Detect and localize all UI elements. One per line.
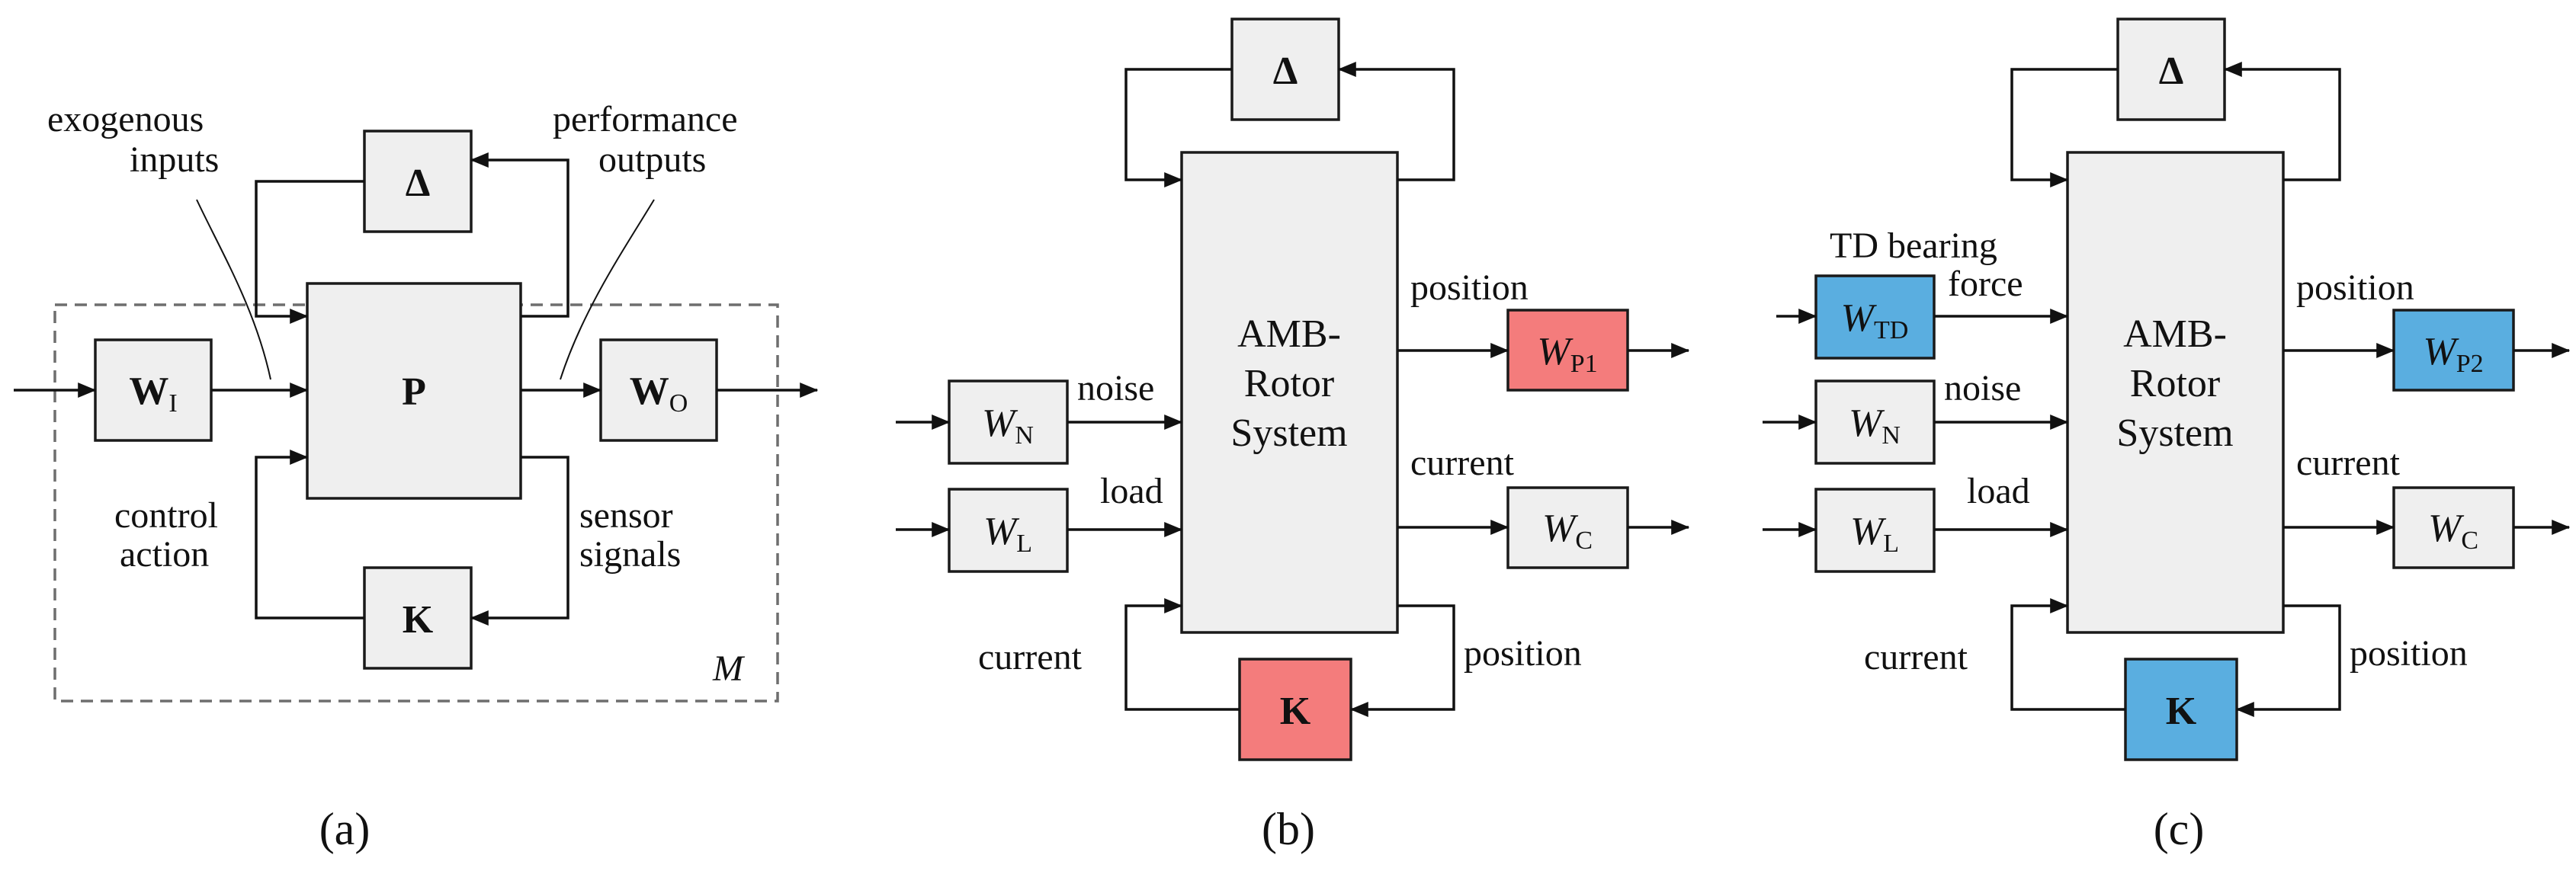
position-feedback-wire-b xyxy=(1349,604,1455,717)
system-label-b-1: AMB- xyxy=(1237,312,1341,356)
amb-rotor-system-b xyxy=(1180,151,1399,634)
sensor-wire-a xyxy=(470,456,569,626)
wc-label-b: WC xyxy=(1542,507,1593,555)
wi-label: WI xyxy=(129,370,177,418)
td-label-1: TD bearing xyxy=(1830,226,1997,266)
performance-label-1: performance xyxy=(553,99,738,139)
caption-a: (a) xyxy=(319,804,371,854)
wn-block-c xyxy=(1814,379,1936,465)
caption-c: (c) xyxy=(2154,804,2205,854)
noise-label-b: noise xyxy=(1077,368,1154,408)
wo-label: WO xyxy=(630,370,688,418)
wp2-label: WP2 xyxy=(2423,330,2483,378)
load-label-b: load xyxy=(1100,471,1163,511)
delta-output-wire-b xyxy=(1124,68,1232,187)
sensor-label-2: signals xyxy=(579,534,681,575)
plant-block-p xyxy=(306,282,522,500)
k-label-c: K xyxy=(2166,690,2197,733)
delta-output-wire-a xyxy=(255,180,364,324)
wtd-block xyxy=(1814,274,1936,360)
system-label-b-2: Rotor xyxy=(1244,362,1334,405)
panel-a: Δ P K WI WO exogenous inputs performance… xyxy=(14,99,819,854)
control-wire-a xyxy=(255,450,364,619)
delta-label-a: Δ xyxy=(406,162,431,205)
caption-b: (b) xyxy=(1262,804,1315,854)
system-label-c-2: Rotor xyxy=(2130,362,2220,405)
current-out-label-b: current xyxy=(1410,443,1515,483)
wtd-label: WTD xyxy=(1841,296,1909,344)
wn-label-b: WN xyxy=(982,402,1034,450)
position-out-label-c: position xyxy=(2296,267,2414,308)
panel-c: Δ AMB- Rotor System K WTD WN WL WP2 WC T… xyxy=(1763,18,2571,854)
current-out-label-c: current xyxy=(2296,443,2401,483)
current-fb-label-b: current xyxy=(978,637,1083,677)
wc-label-c: WC xyxy=(2428,507,2478,555)
position-fb-label-c: position xyxy=(2350,633,2468,674)
p-label: P xyxy=(402,370,426,414)
position-feedback-wire-c xyxy=(2235,604,2341,717)
load-label-c: load xyxy=(1967,471,2030,511)
exogenous-label-2: inputs xyxy=(130,139,219,180)
td-label-2: force xyxy=(1948,264,2023,304)
current-feedback-wire-b xyxy=(1124,598,1240,711)
control-label-1: control xyxy=(114,495,218,536)
wl-label-b: WL xyxy=(983,510,1032,558)
delta-label-c: Δ xyxy=(2159,50,2184,93)
panel-b: Δ AMB- Rotor System K WN WL WP1 WC noise… xyxy=(896,18,1690,854)
system-label-c-1: AMB- xyxy=(2123,312,2227,356)
sensor-label-1: sensor xyxy=(579,495,673,536)
wl-label-c: WL xyxy=(1850,510,1899,558)
delta-block-a xyxy=(363,130,473,233)
k-label-b: K xyxy=(1280,690,1311,733)
noise-label-c: noise xyxy=(1944,368,2021,408)
delta-input-wire-a xyxy=(470,152,569,318)
system-label-c-3: System xyxy=(2116,411,2233,455)
current-fb-label-c: current xyxy=(1864,637,1968,677)
wp1-block xyxy=(1506,309,1629,392)
position-out-label-b: position xyxy=(1410,267,1529,308)
exogenous-label-1: exogenous xyxy=(47,99,204,139)
m-label: M xyxy=(712,648,746,689)
wl-block-b xyxy=(948,488,1069,573)
delta-output-wire-c xyxy=(2010,68,2118,187)
k-block-b xyxy=(1238,658,1352,761)
wp1-label: WP1 xyxy=(1537,330,1597,378)
position-fb-label-b: position xyxy=(1464,633,1582,674)
system-label-b-3: System xyxy=(1230,411,1347,455)
k-block-c xyxy=(2124,658,2238,761)
amb-rotor-system-c xyxy=(2066,151,2285,634)
delta-label-b: Δ xyxy=(1273,50,1298,93)
delta-input-wire-c xyxy=(2223,62,2341,181)
current-feedback-wire-c xyxy=(2010,598,2125,711)
wn-label-c: WN xyxy=(1849,402,1901,450)
wc-block-c xyxy=(2392,486,2515,569)
wl-block-c xyxy=(1814,488,1936,573)
performance-label-2: outputs xyxy=(598,139,706,180)
wi-block xyxy=(94,338,213,442)
exogenous-leader xyxy=(196,199,271,380)
performance-leader xyxy=(560,199,655,380)
control-label-2: action xyxy=(120,534,209,575)
delta-input-wire-b xyxy=(1337,62,1455,181)
k-label-a: K xyxy=(403,598,434,642)
